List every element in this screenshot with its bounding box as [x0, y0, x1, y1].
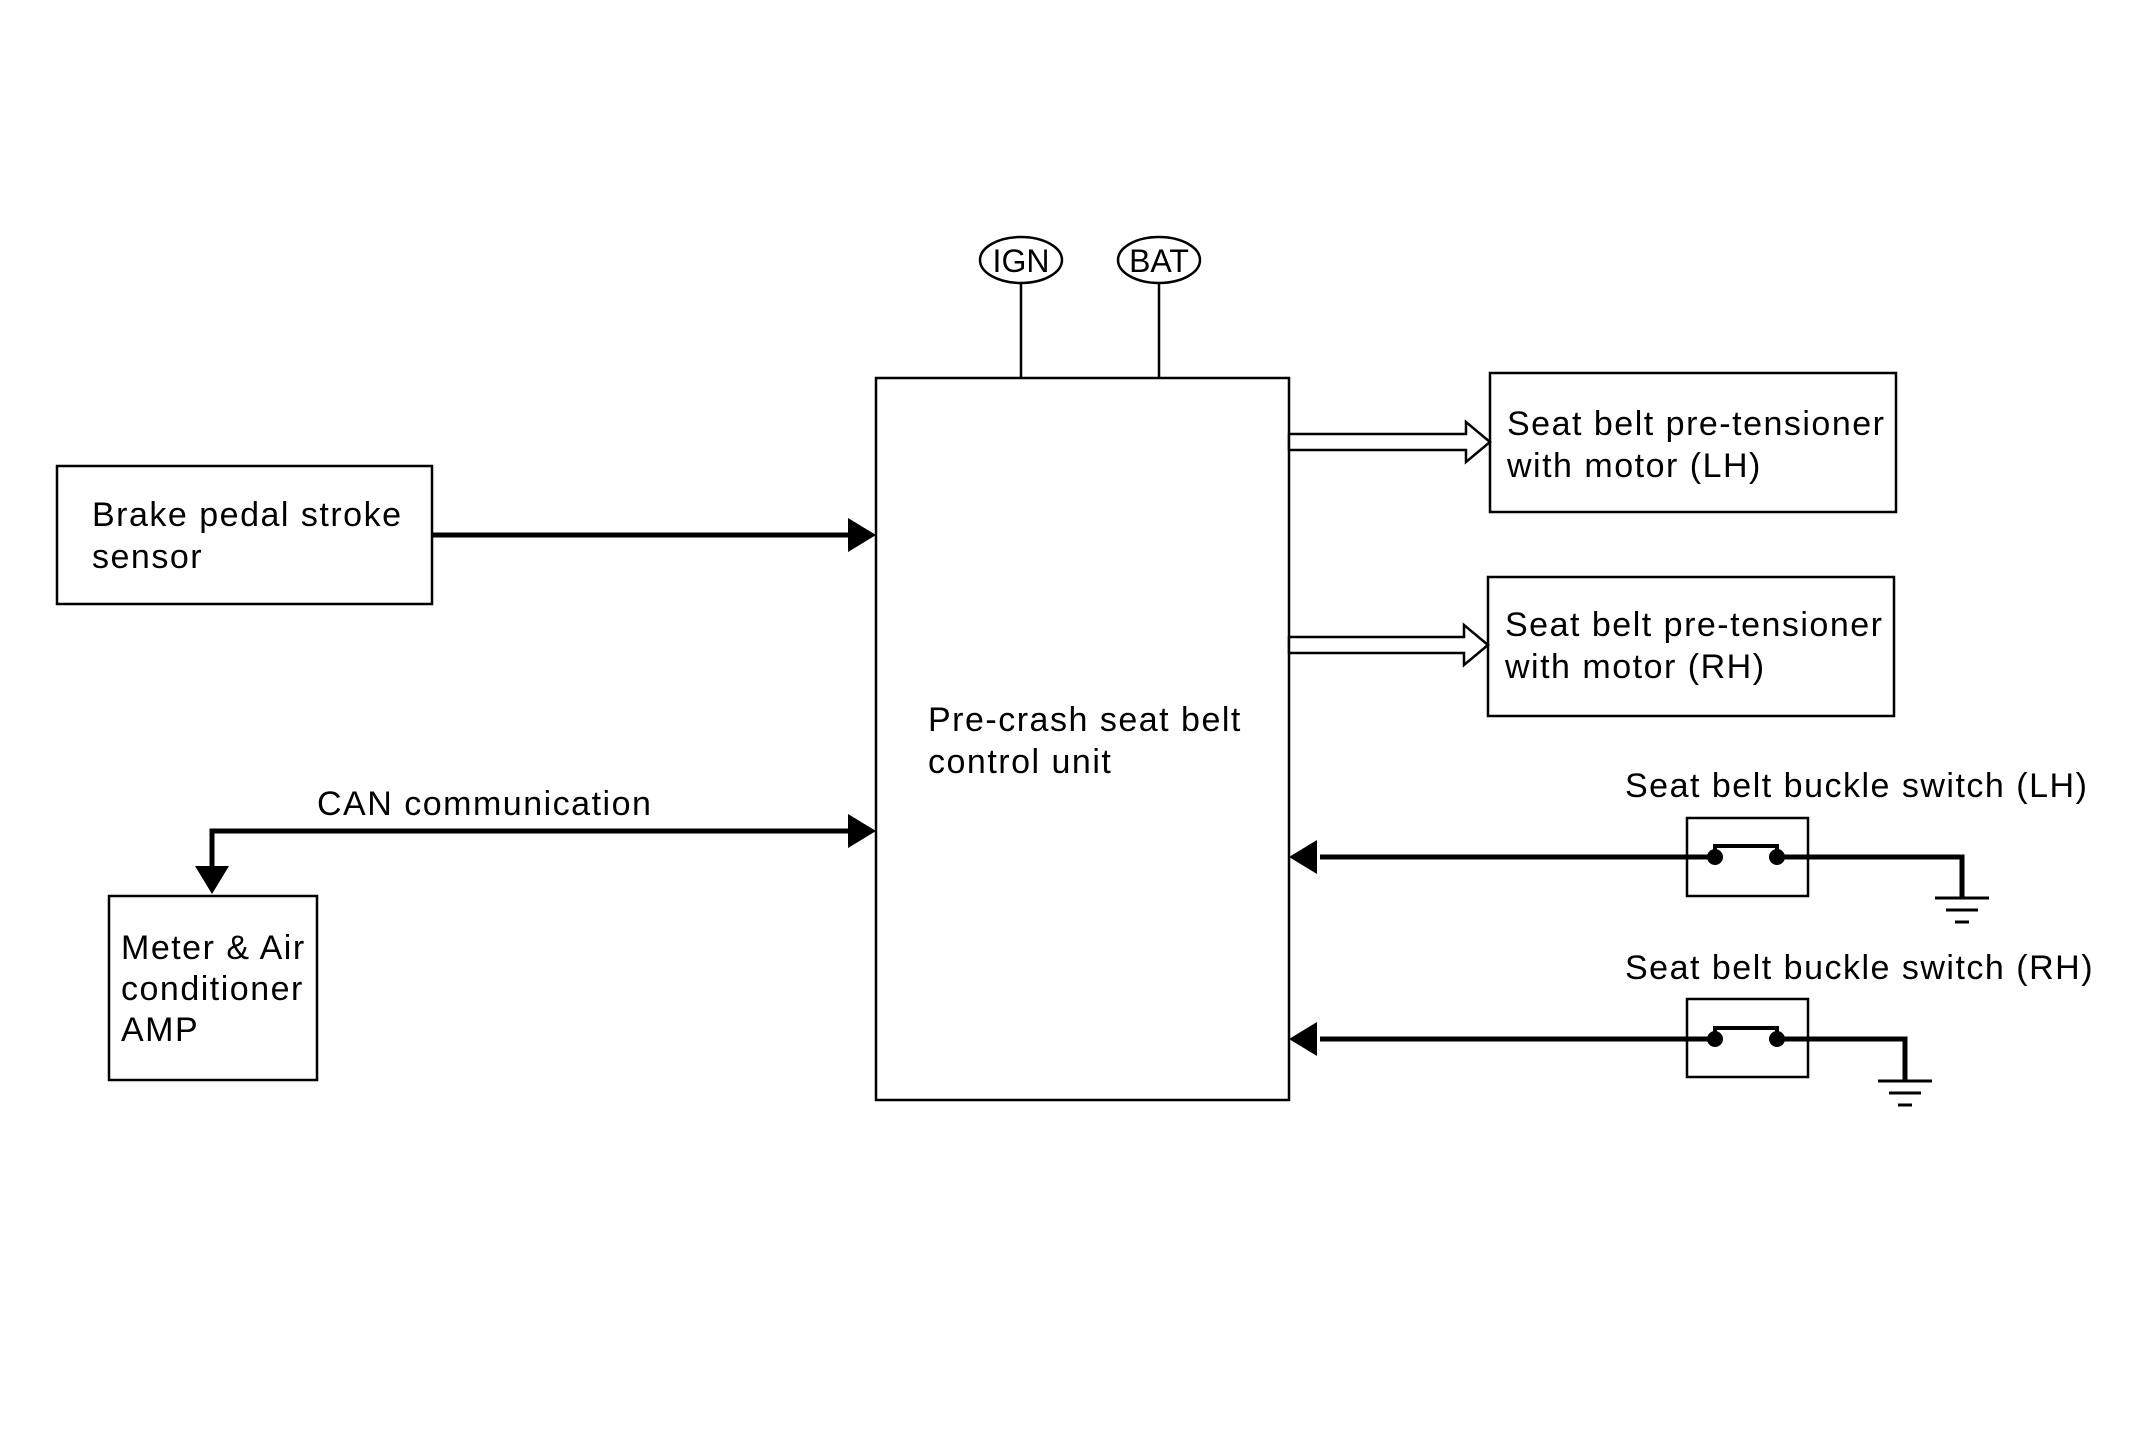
control-unit-label-line1: Pre-crash seat belt [928, 701, 1242, 739]
meter-amp-label-line3: AMP [121, 1011, 199, 1049]
ign-terminal: IGN [978, 235, 1064, 378]
meter-amp-block: Meter & Air conditioner AMP [107, 894, 319, 1082]
pretensioner-lh-block: Seat belt pre-tensioner with motor (LH) [1488, 371, 1898, 514]
meter-amp-label-line1: Meter & Air [121, 929, 306, 967]
control-unit-label-line2: control unit [928, 743, 1112, 781]
pretensioner-lh-label-line1: Seat belt pre-tensioner [1507, 405, 1885, 443]
can-arrow [195, 814, 876, 894]
meter-amp-label: Meter & Air conditioner AMP [121, 929, 317, 1049]
buckle-rh-wire-right [1777, 1036, 1908, 1081]
brake-sensor-label: Brake pedal stroke sensor [92, 496, 413, 576]
pretensioner-rh-arrow [1287, 622, 1490, 668]
pretensioner-rh-hollow-arrow [1287, 622, 1490, 668]
pretensioner-rh-label-line2: with motor (RH) [1504, 648, 1766, 686]
buckle-rh-contact-dot-left [1707, 1031, 1723, 1047]
ign-label: IGN [993, 243, 1050, 279]
pretensioner-lh-box [1488, 371, 1898, 514]
pretensioner-rh-box [1486, 575, 1896, 718]
pretensioner-rh-label: Seat belt pre-tensioner with motor (RH) [1504, 606, 1894, 686]
brake-sensor-label-line2: sensor [92, 538, 203, 576]
buckle-rh-contact [1713, 1026, 1779, 1039]
can-line [209, 828, 848, 866]
buckle-rh-arrowhead [1289, 1022, 1317, 1056]
buckle-lh-label: Seat belt buckle switch (LH) [1625, 767, 2088, 805]
buckle-rh-label: Seat belt buckle switch (RH) [1625, 949, 2094, 987]
buckle-rh-circuit [1289, 997, 1932, 1107]
control-unit-box [874, 376, 1291, 1102]
buckle-lh-circuit [1289, 816, 1989, 924]
pretensioner-lh-label: Seat belt pre-tensioner with motor (LH) [1506, 405, 1896, 485]
meter-amp-box [107, 894, 319, 1082]
pretensioner-lh-hollow-arrow [1287, 419, 1492, 465]
brake-signal-arrow [432, 518, 876, 552]
control-unit-label: Pre-crash seat belt control unit [928, 701, 1253, 781]
brake-signal-arrowhead [848, 518, 876, 552]
meter-amp-label-line2: conditioner [121, 970, 304, 1008]
control-unit-block: Pre-crash seat belt control unit [874, 376, 1291, 1102]
buckle-rh-ground-icon [1878, 1079, 1932, 1107]
pretensioner-lh-label-line2: with motor (LH) [1506, 447, 1762, 485]
bat-terminal: BAT [1116, 235, 1202, 378]
can-arrowhead-down [195, 866, 229, 894]
buckle-lh-arrowhead [1289, 840, 1317, 874]
brake-sensor-label-line1: Brake pedal stroke [92, 496, 403, 534]
brake-sensor-block: Brake pedal stroke sensor [55, 464, 434, 606]
can-label: CAN communication [317, 785, 652, 823]
pretensioner-rh-label-line1: Seat belt pre-tensioner [1505, 606, 1883, 644]
can-arrowhead-right [848, 814, 876, 848]
pretensioner-rh-block: Seat belt pre-tensioner with motor (RH) [1486, 575, 1896, 718]
buckle-lh-ground-icon [1935, 896, 1989, 924]
buckle-lh-contact [1713, 844, 1779, 857]
bat-label: BAT [1129, 243, 1189, 279]
brake-sensor-box [55, 464, 434, 606]
buckle-lh-contact-dot-left [1707, 849, 1723, 865]
pretensioner-lh-arrow [1287, 419, 1492, 465]
buckle-lh-wire-right [1777, 854, 1965, 898]
